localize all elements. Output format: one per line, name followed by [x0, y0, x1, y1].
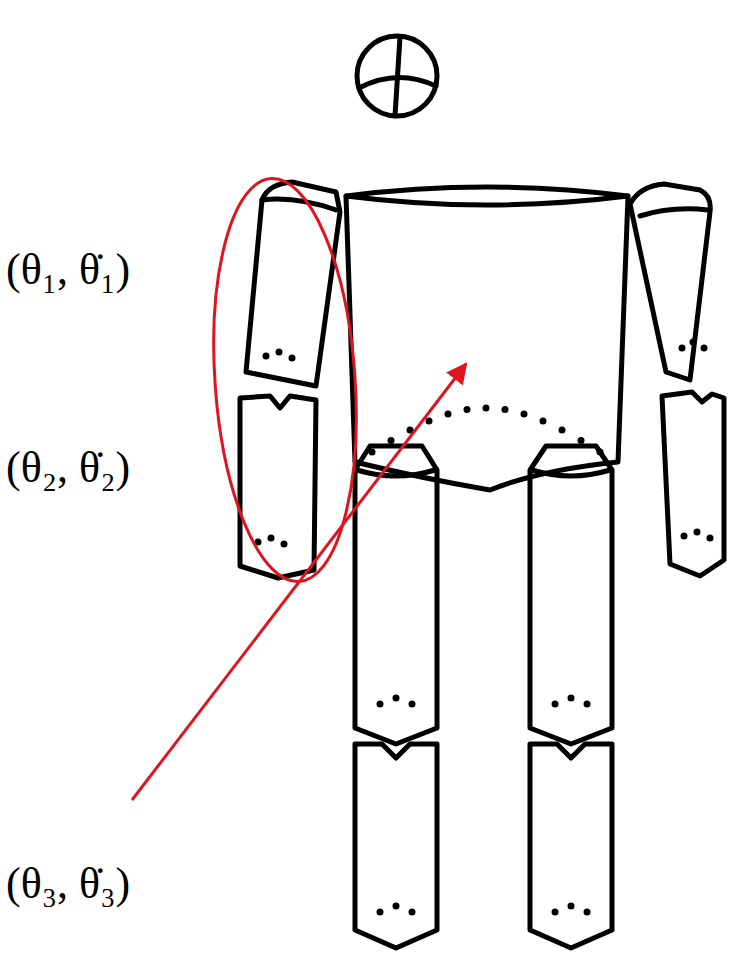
torso-dot	[483, 405, 490, 412]
torso-dot	[464, 406, 471, 413]
torso-dot	[597, 449, 604, 456]
torso-dot	[559, 427, 566, 434]
torso-dot	[578, 437, 585, 444]
robot-head	[357, 36, 437, 116]
torso-dot	[502, 406, 509, 413]
torso-dot	[426, 417, 433, 424]
left-leg	[355, 446, 437, 948]
torso-dot	[540, 417, 547, 424]
right-leg	[530, 446, 612, 948]
joint-state-label: (θ₁, θ̇₁)	[6, 246, 130, 294]
joint-state-label: (θ₃, θ̇₃)	[6, 860, 130, 908]
joint-dots	[255, 339, 714, 916]
right-arm	[630, 184, 724, 576]
torso-dot	[388, 437, 395, 444]
left-arm	[240, 182, 340, 578]
torso-dot	[445, 410, 452, 417]
torso-dot-arc	[369, 405, 604, 456]
torso-pointer-arrow	[132, 364, 466, 800]
torso-dot	[369, 449, 376, 456]
torso-dot	[521, 410, 528, 417]
joint-state-label: (θ₂, θ̇₂)	[6, 444, 130, 492]
